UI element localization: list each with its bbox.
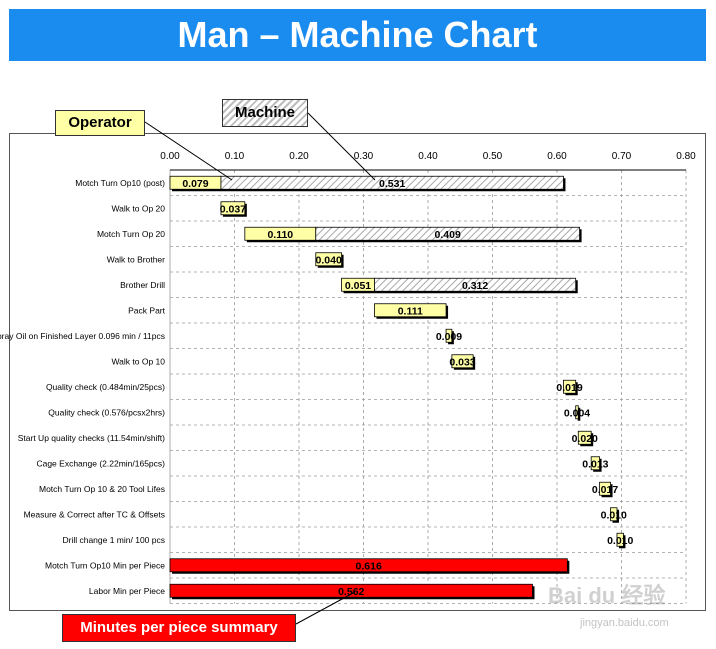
row-labels: Motch Turn Op10 (post) Walk to Op 20 Motch… — [0, 178, 166, 596]
data-label: 0.033 — [449, 356, 475, 368]
row-label: Brother Drill — [120, 280, 165, 290]
machine-bar — [374, 277, 577, 292]
data-label: 0.562 — [338, 586, 364, 598]
operator-bar — [563, 379, 577, 394]
summary-bar — [169, 583, 533, 598]
data-label: 0.531 — [379, 178, 405, 190]
bar-shadow — [577, 407, 581, 421]
operator-bar — [590, 456, 600, 471]
data-label: 0.110 — [267, 229, 293, 241]
x-tick-label: 0.60 — [547, 151, 567, 162]
row-label: Start Up quality checks (11.54min/shift) — [18, 433, 165, 443]
operator-bar — [610, 507, 618, 522]
x-tick-label: 0.50 — [483, 151, 503, 162]
data-label: 0.040 — [316, 254, 342, 266]
watermark-logo: Bai du 经验 — [548, 583, 666, 608]
data-label: 0.010 — [601, 509, 627, 521]
row-label: Quality check (0.576/pcsx2hrs) — [48, 407, 165, 417]
data-label: 0.004 — [564, 407, 590, 419]
data-label: 0.037 — [220, 203, 246, 215]
row-label: Pack Part — [128, 305, 165, 315]
watermark-url: jingyan.baidu.com — [580, 617, 669, 629]
row-label: Cage Exchange (2.22min/165pcs) — [36, 458, 165, 468]
operator-bar — [616, 532, 624, 547]
data-label: 0.013 — [582, 458, 608, 470]
operator-bar — [577, 430, 592, 445]
summary-bar — [169, 558, 568, 573]
x-tick-label: 0.70 — [612, 151, 632, 162]
x-tick-label: 0.00 — [160, 151, 180, 162]
operator-bar — [451, 354, 474, 369]
x-tick-label: 0.80 — [676, 151, 696, 162]
operator-leader-line — [144, 121, 233, 181]
data-label: 0.020 — [572, 433, 598, 445]
operator-bar — [445, 328, 453, 343]
row-label: Motch Turn Op 20 — [97, 229, 165, 239]
data-label: 0.409 — [435, 229, 461, 241]
operator-bar — [220, 201, 246, 216]
machine-leader-line — [307, 112, 376, 181]
operator-bar — [599, 481, 611, 496]
chart-frame — [9, 133, 706, 611]
data-label: 0.009 — [436, 331, 462, 343]
row-label: Labor Min per Piece — [89, 586, 165, 596]
data-label: 0.010 — [607, 535, 633, 547]
data-label: 0.111 — [398, 305, 423, 317]
data-label: 0.616 — [356, 560, 382, 572]
x-tick-label: 0.30 — [354, 151, 374, 162]
row-label: Quality check (0.484min/25pcs) — [46, 382, 165, 392]
summary-callout: Minutes per piece summary — [62, 614, 296, 642]
machine-callout: Machine — [222, 99, 308, 127]
operator-bar — [315, 252, 342, 267]
data-label: 0.017 — [592, 484, 618, 496]
row-label: Walk to Op 20 — [111, 203, 165, 213]
x-tick-label: 0.20 — [289, 151, 309, 162]
row-label: Measure & Correct after TC & Offsets — [24, 509, 165, 519]
row-label: Motch Turn Op 10 & 20 Tool Lifes — [39, 484, 165, 494]
machine-bar — [220, 175, 564, 190]
chart-bars: 0.079 0.531 0.037 0.110 0.409 0.040 0.051 0.312… — [169, 175, 634, 600]
row-label: Spray Oil on Finished Layer 0.096 min / … — [0, 331, 165, 341]
x-tick-label: 0.10 — [225, 151, 245, 162]
page-title: Man – Machine Chart — [9, 9, 706, 61]
x-tick-label: 0.40 — [418, 151, 438, 162]
machine-bar — [315, 226, 580, 241]
row-label: Walk to Op 10 — [111, 356, 165, 366]
data-label: 0.079 — [182, 178, 208, 190]
data-label: 0.019 — [556, 382, 582, 394]
summary-leader-line — [295, 591, 356, 625]
row-label: Motch Turn Op10 (post) — [75, 178, 165, 188]
operator-bar — [575, 405, 579, 420]
callout-leaders — [144, 112, 376, 625]
row-label: Drill change 1 min/ 100 pcs — [62, 535, 165, 545]
operator-bar — [374, 303, 447, 318]
operator-callout: Operator — [55, 110, 145, 136]
row-label: Walk to Brother — [107, 254, 165, 264]
x-axis-ticks: 0.00 0.10 0.20 0.30 0.40 0.50 0.60 0.70 0.80 — [160, 151, 696, 162]
data-label: 0.312 — [462, 280, 488, 292]
row-label: Motch Turn Op10 Min per Piece — [45, 560, 165, 570]
data-label: 0.051 — [345, 280, 371, 292]
